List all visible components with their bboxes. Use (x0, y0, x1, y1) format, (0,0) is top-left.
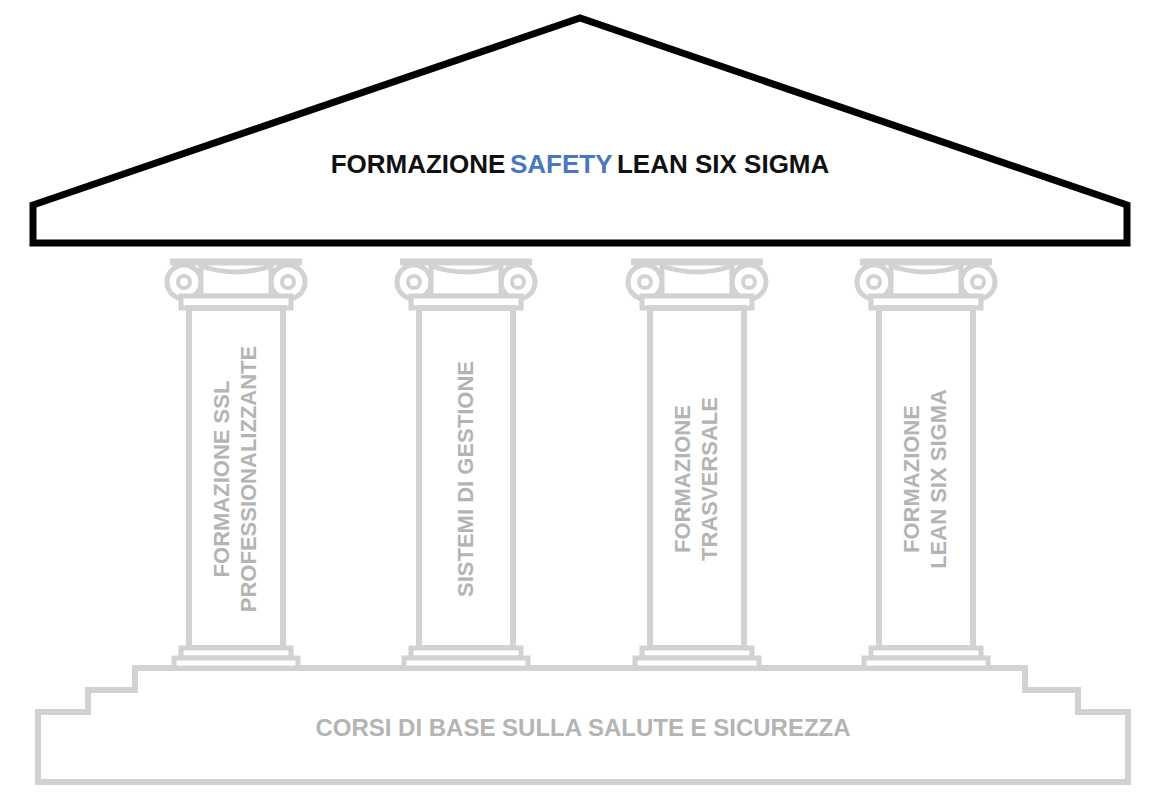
base-steps-box: CORSI DI BASE SULLA SALUTE E SICUREZZA (92, 700, 1074, 756)
column-shaft-box: FORMAZIONE TRASVERSALE (653, 312, 741, 645)
base-label: CORSI DI BASE SULLA SALUTE E SICUREZZA (315, 714, 850, 742)
temple-roof (33, 18, 1127, 243)
column-shaft-box: FORMAZIONE LEAN SIX SIGMA (882, 312, 970, 645)
roof-title-row: FORMAZIONESAFETYLEAN SIX SIGMA (150, 138, 1010, 190)
column-shaft-box: SISTEMI DI GESTIONE (422, 312, 510, 645)
column-label: FORMAZIONE SSL PROFESSIONALIZZANTE (209, 319, 263, 639)
column-label: SISTEMI DI GESTIONE (453, 319, 480, 639)
column-label: FORMAZIONE LEAN SIX SIGMA (899, 376, 953, 581)
column-outline (397, 262, 535, 668)
roof-title-text: LEAN SIX SIGMA (617, 149, 829, 180)
column-shaft-box: FORMAZIONE SSL PROFESSIONALIZZANTE (192, 312, 280, 645)
roof-title-text: FORMAZIONE (331, 149, 506, 180)
column-outline (857, 262, 995, 668)
base-text-row: CORSI DI BASE SULLA SALUTE E SICUREZZA (92, 700, 1074, 756)
roof-title-box: FORMAZIONESAFETYLEAN SIX SIGMA (150, 138, 1010, 190)
column-label: FORMAZIONE TRASVERSALE (670, 376, 724, 581)
roof-title-text: SAFETY (510, 149, 613, 180)
temple-steps (38, 668, 1128, 782)
column-outline (167, 262, 305, 668)
column-outline (628, 262, 766, 668)
